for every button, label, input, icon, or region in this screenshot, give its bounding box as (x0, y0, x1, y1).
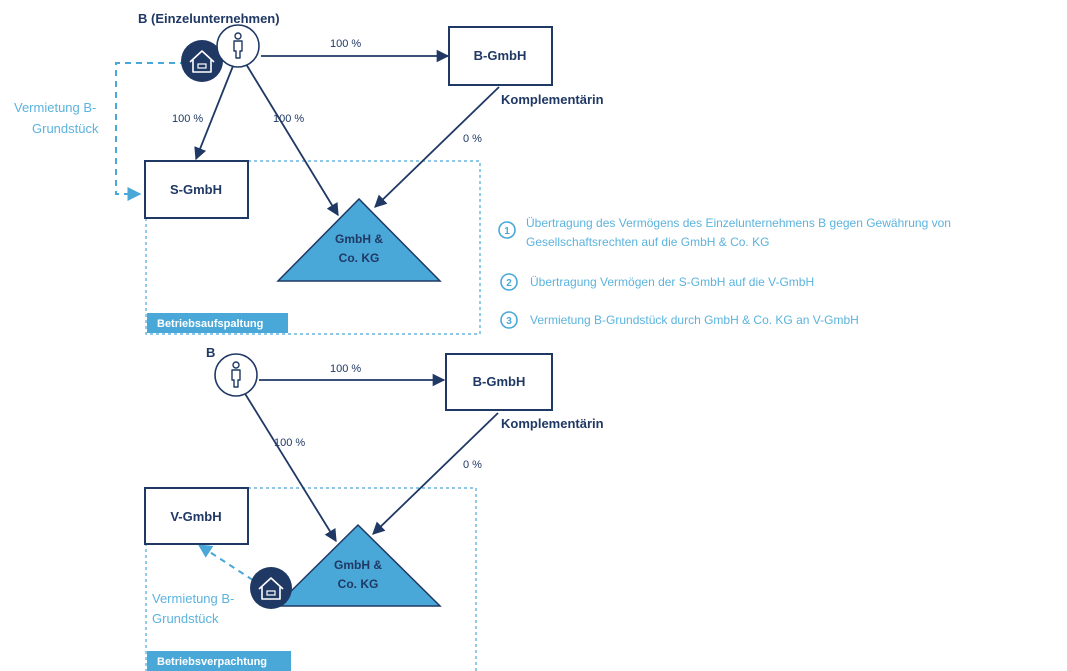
kg-label-bottom-1: GmbH & (334, 558, 382, 572)
svg-text:1: 1 (504, 226, 510, 237)
top-diagram: Betriebsaufspaltung B (Einzelunternehmen… (14, 11, 604, 335)
person-icon (216, 24, 260, 68)
rent-label-bottom-2: Grundstück (152, 611, 219, 626)
betriebsverpachtung-tag (147, 651, 291, 671)
betriebsaufspaltung-tag (147, 313, 288, 333)
arrow-rent-top (115, 62, 186, 201)
pct-b-sgmbh: 100 % (172, 113, 203, 125)
kg-label-top-1: GmbH & (335, 232, 383, 246)
house-icon (181, 40, 223, 82)
arrow-rent-bottom (197, 544, 263, 587)
bottom-owner-label: B (206, 345, 215, 360)
svg-text:3: 3 (506, 316, 512, 327)
legend-1-line2: Gesellschaftsrechten auf die GmbH & Co. … (526, 235, 769, 249)
arrow-bgmbh-to-kg-bottom (372, 412, 499, 535)
person-icon (214, 353, 258, 397)
kg-label-top-2: Co. KG (339, 251, 380, 265)
betriebsverpachtung-tag-label: Betriebsverpachtung (157, 656, 267, 668)
arrow-bgmbh-to-kg-top (374, 86, 500, 208)
legend-item-1: 1 Übertragung des Vermögens des Einzelun… (498, 216, 951, 249)
legend-item-2: 2 Übertragung Vermögen der S-GmbH auf di… (500, 273, 814, 291)
pct-bgmbh-kg-top: 0 % (463, 133, 482, 145)
pct-b-bgmbh-bottom: 100 % (330, 363, 361, 375)
bgmbh-label-bottom: B-GmbH (473, 374, 526, 389)
legend-item-3: 3 Vermietung B-Grundstück durch GmbH & C… (500, 311, 859, 329)
arrow-b-to-kg-top (245, 63, 339, 217)
top-owner-label: B (Einzelunternehmen) (138, 11, 280, 26)
house-icon (250, 567, 292, 609)
betriebsaufspaltung-tag-label: Betriebsaufspaltung (157, 318, 263, 330)
rent-label-bottom-1: Vermietung B- (152, 591, 234, 606)
pct-b-kg-top: 100 % (273, 113, 304, 125)
rent-label-top-2: Grundstück (32, 121, 99, 136)
betriebsverpachtung-box (145, 487, 477, 671)
legend-2-line1: Übertragung Vermögen der S-GmbH auf die … (530, 275, 814, 289)
bgmbh-box-top (448, 26, 553, 86)
vgmbh-box (144, 487, 249, 545)
betriebsaufspaltung-box (145, 160, 481, 335)
komplementaerin-top: Komplementärin (501, 92, 604, 107)
vgmbh-label: V-GmbH (170, 509, 221, 524)
kg-triangle-top (276, 197, 442, 282)
pct-b-bgmbh-top: 100 % (330, 38, 361, 50)
bgmbh-box-bottom (445, 353, 553, 411)
sgmbh-label: S-GmbH (170, 182, 222, 197)
pct-bgmbh-kg-bottom: 0 % (463, 459, 482, 471)
pct-b-kg-bottom: 100 % (274, 437, 305, 449)
arrow-b-to-sgmbh (194, 65, 234, 161)
bottom-diagram: Betriebsverpachtung B 100 % 100 % 0 % B-… (144, 345, 604, 671)
legend-1-line1: Übertragung des Vermögens des Einzelunte… (526, 216, 951, 230)
rent-label-top-1: Vermietung B- (14, 100, 96, 115)
sgmbh-box (144, 160, 249, 219)
kg-triangle-bottom (274, 523, 442, 607)
kg-label-bottom-2: Co. KG (338, 577, 379, 591)
legend: 1 Übertragung des Vermögens des Einzelun… (498, 216, 951, 329)
legend-3-line1: Vermietung B-Grundstück durch GmbH & Co.… (530, 313, 859, 327)
arrow-b-to-kg-bottom (243, 391, 337, 543)
svg-text:2: 2 (506, 278, 512, 289)
komplementaerin-bottom: Komplementärin (501, 416, 604, 431)
bgmbh-label-top: B-GmbH (474, 48, 527, 63)
